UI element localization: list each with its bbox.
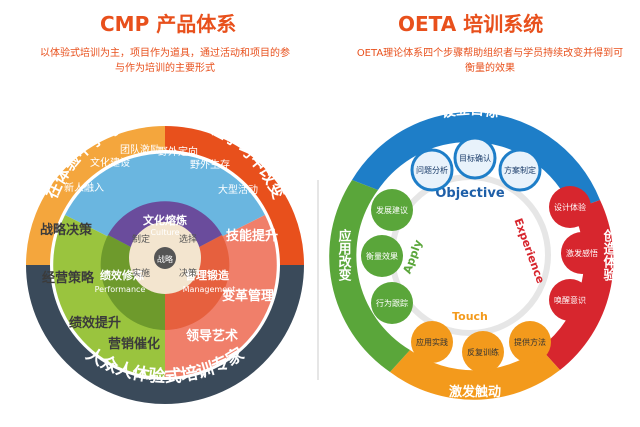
orange-nodes: 应用实践 反复训练 提供方法 — [411, 321, 551, 373]
inner-apply: Apply — [401, 238, 425, 276]
inner-touch: Touch — [452, 310, 488, 323]
performance-en: Performance — [95, 285, 146, 294]
blue-item-5: 野外生存 — [190, 158, 230, 171]
blue-node-2: 目标确认 — [459, 153, 491, 163]
blue-node-3: 方案制定 — [504, 165, 536, 175]
orange-node-3: 提供方法 — [514, 337, 546, 347]
core-item-3: 实施 — [132, 267, 150, 279]
core-item-4: 决策 — [179, 267, 197, 279]
green-nodes: 发展建议 衡量效果 行为跟踪 — [361, 189, 413, 324]
red-node-3: 唤醒意识 — [554, 295, 586, 305]
blue-item-1: 新人融入 — [64, 181, 104, 194]
oeta-wheel: 设立目标 创造体验 激发触动 应用改变 Objective Experience… — [329, 101, 617, 400]
green-item-4: 营销催化 — [108, 336, 160, 352]
inner-objective: Objective — [435, 186, 504, 201]
cmp-wheel: 在体验中学习 在学习中改变 人众人体验式培训专家 新人融入 文化建设 团队激励 … — [24, 119, 306, 406]
blue-item-2: 文化建设 — [90, 156, 130, 169]
oeta-create-experience: 创造体验 — [601, 228, 618, 282]
performance-cn: 绩效修炼 — [100, 268, 144, 282]
red-nodes: 设计体验 激发感悟 唤醒意识 — [549, 186, 603, 321]
oeta-apply-change: 应用改变 — [336, 228, 353, 282]
green-item-1: 战略决策 — [40, 222, 93, 238]
green-item-2: 经营策略 — [42, 270, 95, 286]
core-item-2: 选择 — [179, 233, 197, 245]
oeta-title: OETA 培训系统 — [398, 12, 544, 36]
culture-en: Culture — [150, 228, 179, 237]
blue-item-6: 大型活动 — [218, 183, 258, 196]
management-en: Management — [183, 285, 236, 294]
red-item-1: 技能提升 — [226, 228, 278, 244]
red-node-2: 激发感悟 — [566, 248, 598, 258]
green-node-2: 衡量效果 — [366, 251, 398, 261]
green-item-3: 绩效提升 — [69, 315, 121, 331]
core-item-1: 制定 — [132, 233, 150, 245]
blue-node-1: 问题分析 — [416, 165, 448, 175]
core-center: 战略 — [157, 254, 173, 264]
red-item-3: 领导艺术 — [186, 328, 238, 344]
blue-item-4: 野外定向 — [158, 145, 198, 158]
red-node-1: 设计体验 — [554, 202, 586, 212]
cmp-subtitle: 以体验式培训为主，项目作为道具，通过活动和项目的参与作为培训的主要形式 — [40, 48, 290, 74]
cmp-title: CMP 产品体系 — [100, 12, 237, 36]
management-cn: 管理锻造 — [185, 268, 230, 282]
culture-cn: 文化熔炼 — [143, 213, 187, 227]
green-node-3: 行为跟踪 — [376, 298, 408, 308]
orange-node-2: 反复训练 — [467, 347, 499, 357]
blue-nodes: 问题分析 目标确认 方案制定 — [410, 136, 542, 192]
oeta-subtitle: OETA理论体系四个步骤帮助组织者与学员持续改变并得到可衡量的效果 — [356, 48, 624, 74]
oeta-inspire: 激发触动 — [449, 384, 501, 400]
red-item-2: 变革管理 — [222, 288, 274, 304]
orange-node-1: 应用实践 — [416, 337, 448, 347]
green-node-1: 发展建议 — [376, 205, 408, 215]
blue-item-3: 团队激励 — [120, 143, 160, 156]
